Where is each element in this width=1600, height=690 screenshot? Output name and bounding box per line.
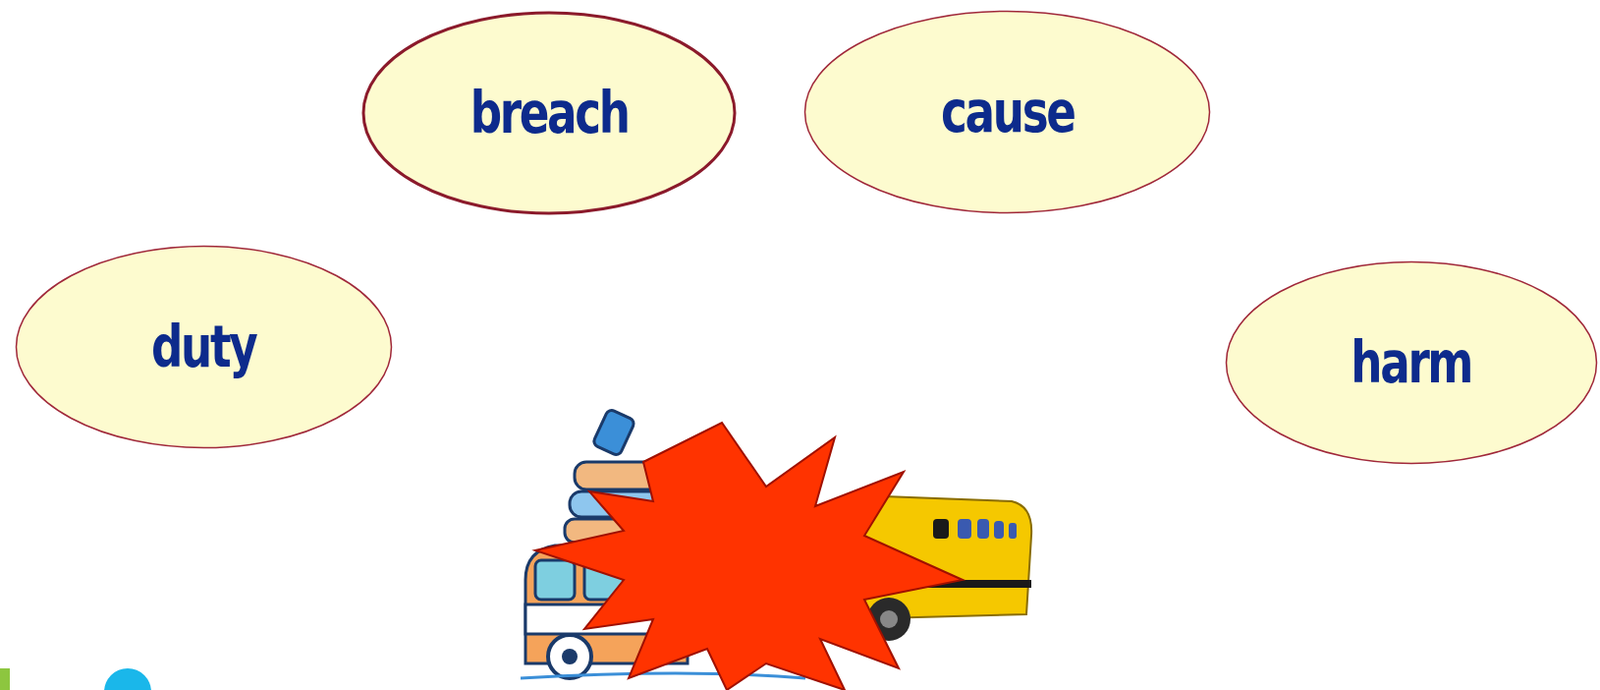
node-label: cause — [940, 78, 1074, 146]
corner-dot — [104, 667, 152, 690]
node-label: duty — [151, 313, 256, 381]
corner-bar — [0, 667, 10, 690]
harm-ellipse: harm — [1224, 260, 1599, 465]
duty-ellipse: duty — [14, 244, 393, 449]
breach-ellipse: breach — [360, 9, 738, 217]
node-label: breach — [470, 79, 629, 147]
crash-starburst — [535, 422, 963, 690]
cause-ellipse: cause — [803, 9, 1212, 215]
node-label: harm — [1351, 329, 1473, 396]
